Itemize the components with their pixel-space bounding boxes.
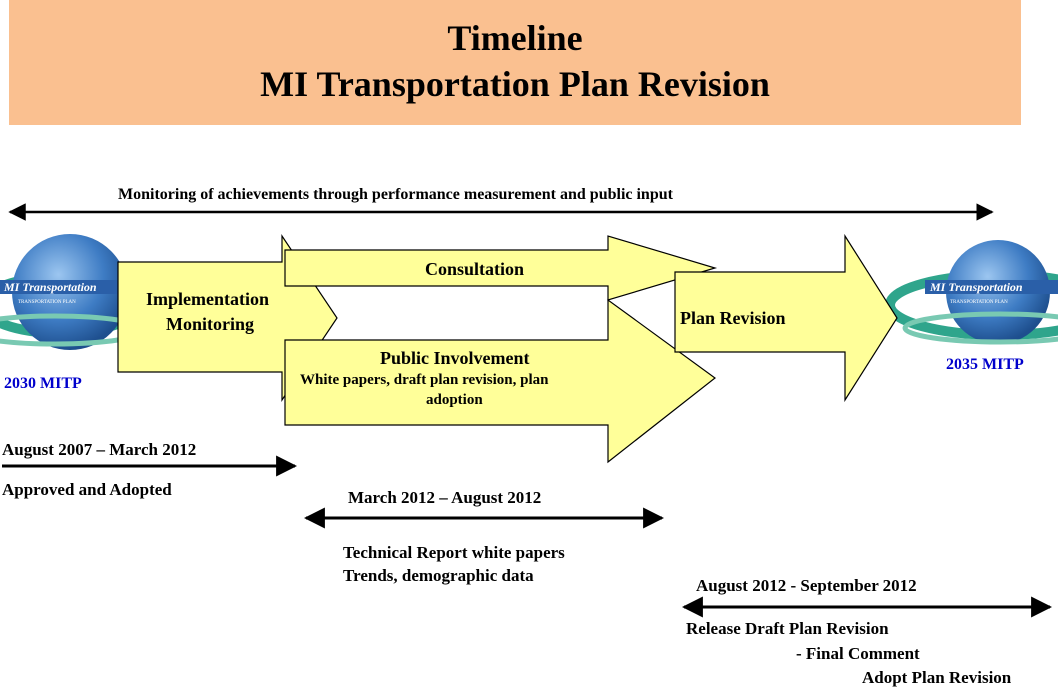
right-logo-caption: 2035 MITP: [946, 356, 1024, 373]
title-banner: [9, 0, 1021, 125]
implementation-label-line-1: Implementation: [146, 289, 269, 309]
title-line-2: MI Transportation Plan Revision: [260, 64, 770, 104]
public-involvement-label: Public Involvement: [380, 348, 530, 368]
svg-text:MI Transportation: MI Transportation: [3, 280, 97, 294]
phase3-note-3: Adopt Plan Revision: [862, 668, 1012, 687]
plan-revision-label: Plan Revision: [680, 308, 786, 328]
public-involvement-arrow: [284, 298, 716, 464]
phase2-note-2: Trends, demographic data: [343, 566, 534, 585]
public-involvement-detail-line-2: adoption: [426, 392, 483, 408]
phase1-dates: August 2007 – March 2012: [2, 440, 197, 459]
svg-text:TRANSPORTATION PLAN: TRANSPORTATION PLAN: [950, 300, 1008, 305]
title-line-1: Timeline: [447, 18, 583, 58]
svg-text:TRANSPORTATION PLAN: TRANSPORTATION PLAN: [18, 300, 76, 305]
phase1-note: Approved and Adopted: [2, 480, 172, 499]
phase3-dates: August 2012 - September 2012: [696, 576, 917, 595]
phase2-dates: March 2012 – August 2012: [348, 488, 542, 507]
left-logo-caption: 2030 MITP: [4, 375, 82, 392]
phase3-note-1: Release Draft Plan Revision: [686, 619, 889, 638]
consultation-label: Consultation: [425, 259, 525, 279]
plan-revision-arrow: [674, 233, 898, 403]
implementation-label-line-2: Monitoring: [166, 314, 254, 334]
svg-text:MI Transportation: MI Transportation: [929, 280, 1023, 294]
consultation-arrow: [284, 235, 718, 301]
public-involvement-detail-line-1: White papers, draft plan revision, plan: [300, 372, 549, 388]
phase3-note-2: - Final Comment: [796, 644, 920, 663]
monitoring-label: Monitoring of achievements through perfo…: [118, 186, 673, 203]
phase2-note-1: Technical Report white papers: [343, 543, 565, 562]
mitp-2035-logo: MI Transportation TRANSPORTATION PLAN: [885, 240, 1058, 345]
